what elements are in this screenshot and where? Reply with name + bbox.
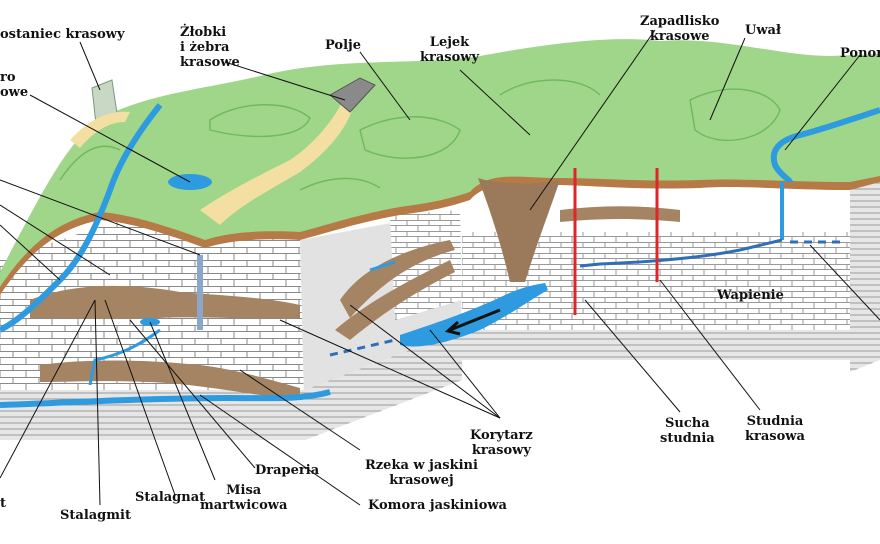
surface-river-left [0, 103, 163, 333]
doline-funnel [478, 178, 560, 282]
ostaniec-sand [70, 111, 130, 148]
grass-layer [0, 39, 880, 287]
cave-stream-mid [88, 328, 161, 386]
label-sucha-studnia: Sucha studnia [660, 416, 715, 446]
label-misa: Misa martwicowa [200, 483, 288, 513]
left-block [0, 210, 462, 440]
label-korytarz: Korytarz krasowy [470, 428, 533, 458]
label-draperia: Draperia [255, 463, 320, 478]
wells [573, 168, 659, 315]
karren-rocks [329, 77, 376, 113]
label-polje: Polje [325, 38, 362, 53]
cave-river-main [400, 283, 548, 347]
label-stalaktyt: t [0, 496, 7, 511]
land-surface [0, 39, 880, 295]
label-zapadlisko: Zapadlisko krasowe [640, 14, 720, 44]
water-features [0, 103, 880, 408]
label-ostaniec: ostaniec krasowy [0, 27, 125, 42]
right-block-side [850, 178, 880, 372]
label-rzeka: Rzeka w jaskini krasowej [365, 458, 478, 488]
contour-lines [59, 79, 781, 191]
label-stalagnat: Stalagnat [135, 490, 206, 505]
label-studnia-krasowa: Studnia krasowa [745, 414, 805, 444]
cave-river-arrow [444, 308, 501, 336]
label-komora: Komora jaskiniowa [368, 498, 507, 513]
surface-river-right [770, 107, 880, 184]
label-ponor: Ponor [840, 46, 880, 61]
cave-river-lower [0, 389, 331, 408]
label-uwal: Uwał [745, 23, 781, 38]
cave-stream-small [369, 260, 396, 272]
right-block-base-strata [462, 330, 850, 360]
leader-lines [0, 29, 880, 506]
sand-strip [200, 95, 355, 225]
underground-stream-right [579, 238, 783, 268]
cave-passages [30, 206, 680, 400]
label-zlobki: Żłobki i żebra krasowe [180, 25, 240, 70]
label-stalagmit: Stalagmit [60, 508, 131, 523]
cave-river-dashed [329, 338, 396, 357]
label-lejek: Lejek krasowy [420, 35, 480, 65]
label-wapienie: Wapienie [717, 288, 784, 303]
left-block-bottom-side [305, 330, 462, 440]
label-jezioro: ro owe [0, 70, 29, 100]
